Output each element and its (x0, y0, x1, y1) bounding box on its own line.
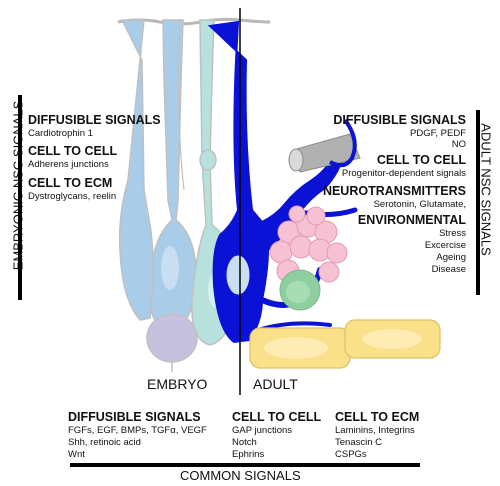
adult-diffusible-item-2: NO (451, 139, 466, 150)
common-cell-to-ecm-heading: CELL TO ECM (335, 410, 420, 424)
embryonic-radial-glia-2 (118, 19, 154, 321)
adult-side-title: ADULT NSC SIGNALS (478, 123, 494, 256)
adult-cell-to-cell-heading: CELL TO CELL (376, 153, 466, 167)
adult-neurotransmitters-item: Serotonin, Glutamate, (373, 199, 466, 210)
embryo-label: EMBRYO (147, 376, 208, 392)
embryonic-diffusible-heading: DIFFUSIBLE SIGNALS (28, 113, 161, 127)
common-title: COMMON SIGNALS (180, 468, 301, 483)
common-diffusible-item-3: Wnt (68, 449, 85, 460)
blood-vessel (288, 118, 361, 173)
niche-green-cell (279, 269, 321, 311)
embryonic-diffusible-item: Cardiotrophin 1 (28, 128, 93, 139)
embryonic-cell-to-cell-heading: CELL TO CELL (28, 144, 118, 158)
common-cell-to-ecm-item-1: Laminins, Integrins (335, 425, 415, 436)
adult-environmental-item-2: Excercise (424, 240, 466, 251)
common-cell-to-ecm-item-3: CSPGs (335, 449, 367, 460)
common-cell-to-cell-item-1: GAP junctions (232, 425, 293, 436)
adult-environmental-item-1: Stress (439, 228, 466, 239)
niche-pink-cells (269, 205, 348, 283)
adult-environmental-item-4: Disease (431, 264, 466, 275)
common-diffusible-item-1: FGFs, EGF, BMPs, TGFα, VEGF (68, 425, 207, 436)
common-cell-to-cell-item-3: Ephrins (232, 449, 265, 460)
common-bottom-bar (70, 463, 420, 467)
embryonic-cell-to-cell-item: Adherens junctions (28, 159, 109, 170)
embryonic-cell-to-ecm-heading: CELL TO ECM (28, 176, 113, 190)
embryonic-fiber (178, 19, 185, 191)
embryonic-cell-to-ecm-item: Dystroglycans, reelin (28, 191, 117, 202)
common-cell-to-ecm-item-2: Tenascin C (335, 437, 382, 448)
common-cell-to-cell-item-2: Notch (232, 437, 257, 448)
common-diffusible-heading: DIFFUSIBLE SIGNALS (68, 410, 201, 424)
adult-label: ADULT (253, 376, 298, 392)
adult-nsc-cell (207, 20, 358, 344)
common-cell-to-cell-heading: CELL TO CELL (232, 410, 322, 424)
common-diffusible-item-2: Shh, retinoic acid (68, 437, 141, 448)
embryonic-basal-progenitor (146, 313, 198, 372)
adult-diffusible-item-1: PDGF, PEDF (410, 128, 466, 139)
adult-diffusible-heading: DIFFUSIBLE SIGNALS (333, 113, 466, 127)
adult-environmental-heading: ENVIRONMENTAL (357, 213, 466, 227)
adult-side-bar (476, 110, 480, 295)
adult-cell-to-cell-item: Progenitor-dependent signals (341, 168, 466, 179)
embryonic-side-bar (18, 95, 22, 300)
adult-environmental-item-3: Ageing (436, 252, 466, 263)
ependymal-cells (249, 319, 441, 369)
adult-neurotransmitters-heading: NEUROTRANSMITTERS (322, 184, 466, 198)
embryonic-radial-glia-1 (149, 19, 197, 331)
